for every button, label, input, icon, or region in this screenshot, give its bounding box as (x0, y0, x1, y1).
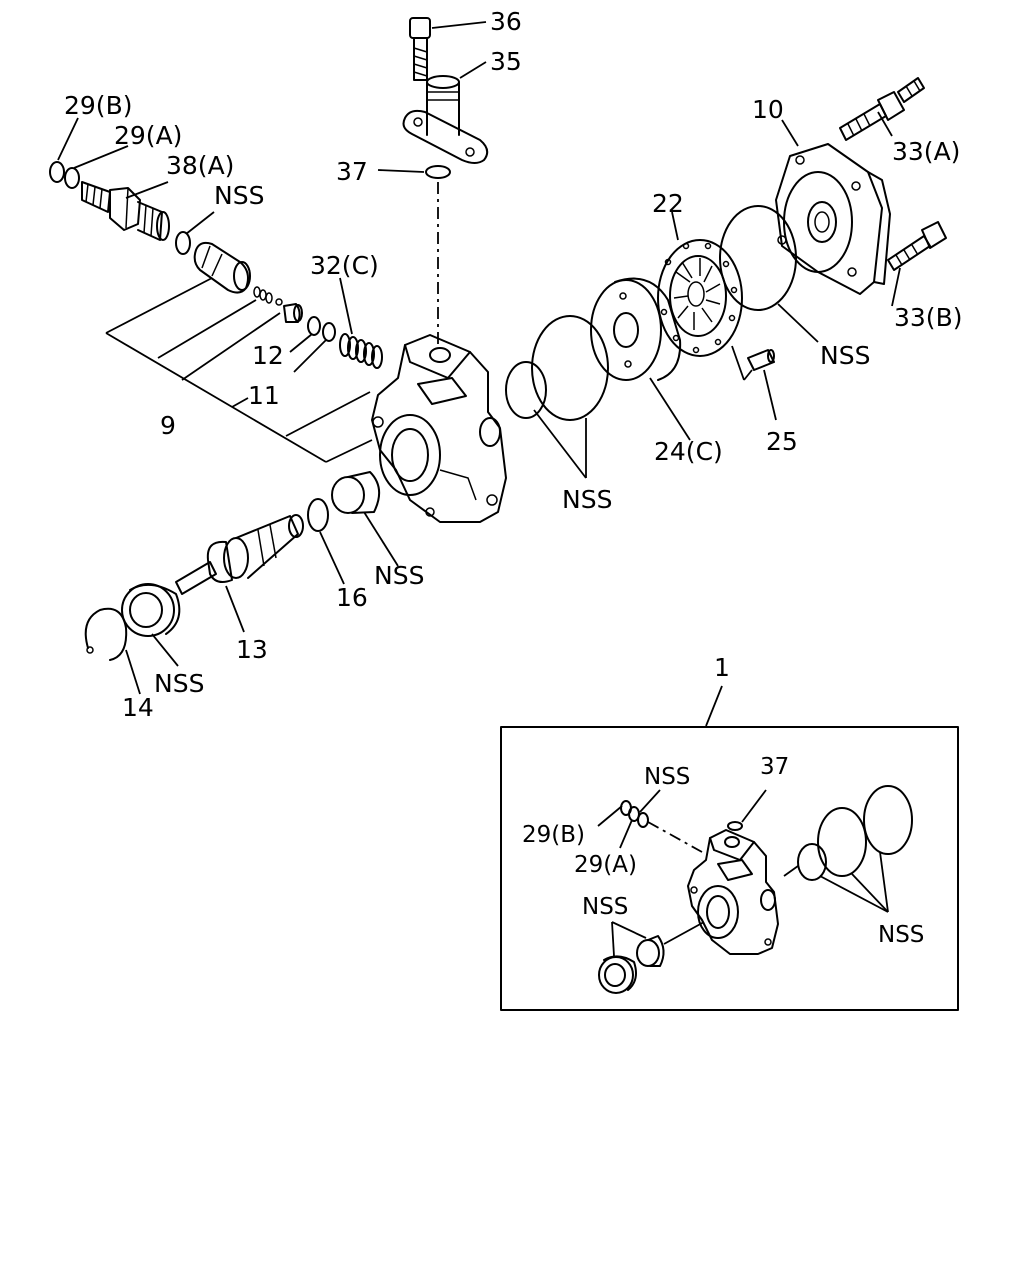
label-24c: 24(C) (654, 437, 723, 466)
callout-bracket-9 (105, 277, 373, 463)
inset-label-nss-b: NSS (582, 894, 628, 920)
part-pump-housing (371, 334, 507, 523)
part-24c-cam-ring (590, 277, 682, 381)
label-nss-bushing: NSS (374, 561, 424, 590)
label-1: 1 (714, 653, 730, 682)
label-12: 12 (252, 341, 284, 370)
inset-part-nss-o-ring-small (797, 843, 827, 881)
label-11: 11 (248, 381, 280, 410)
inset-pump-housing (687, 829, 779, 955)
part-38a-connector (81, 181, 170, 241)
label-37: 37 (336, 157, 368, 186)
inset-part-nss-o-ring (637, 812, 649, 828)
inset-part-nss-o-ring-large (863, 785, 913, 855)
part-nss-o-ring-small-body (505, 361, 547, 419)
inset-part-29a-o-ring (628, 806, 640, 822)
part-nss-o-ring-small (175, 231, 191, 255)
label-33b: 33(B) (894, 303, 962, 332)
inset-part-nss-o-ring-mid (817, 807, 867, 877)
inset-frame (500, 726, 959, 1011)
part-29a-o-ring (64, 167, 80, 189)
inset-label-29a: 29(A) (574, 852, 637, 878)
label-29a: 29(A) (114, 121, 182, 150)
label-nss-seal: NSS (154, 669, 204, 698)
part-10-rear-cover (775, 143, 891, 295)
label-16: 16 (336, 583, 368, 612)
label-38a: 38(A) (166, 151, 234, 180)
label-32c: 32(C) (310, 251, 379, 280)
inset-assembly-1: NSS 37 29(B) 29(A) NSS NSS (500, 726, 959, 1011)
label-35: 35 (490, 47, 522, 76)
label-nss-cover: NSS (820, 341, 870, 370)
label-14: 14 (122, 693, 154, 722)
inset-label-29b: 29(B) (522, 822, 585, 848)
label-29b: 29(B) (64, 91, 132, 120)
inset-axis-line (647, 821, 703, 853)
part-33b-bolt (887, 221, 947, 271)
part-plug (283, 303, 303, 323)
inset-part-nss-oil-seal (598, 955, 637, 994)
part-37-o-ring (425, 165, 451, 179)
part-13-drive-shaft (175, 514, 304, 595)
part-35-pipe-fitting (402, 75, 489, 164)
inset-part-nss-bushing (636, 935, 665, 967)
part-14-snap-ring-hole (86, 646, 94, 654)
part-36-bolt (409, 17, 431, 81)
part-nss-bushing (331, 471, 381, 514)
part-12-washer (307, 316, 321, 336)
inset-label-nss-c: NSS (878, 922, 924, 948)
part-32c-spring (339, 333, 383, 369)
label-36: 36 (490, 7, 522, 36)
part-nss-cover-gasket (719, 205, 797, 311)
label-nss-top: NSS (214, 181, 264, 210)
label-9: 9 (160, 411, 176, 440)
leader-lines (57, 21, 901, 727)
part-valve-spool (193, 241, 251, 294)
part-33a-stud (839, 77, 925, 141)
inset-label-nss-a: NSS (644, 764, 690, 790)
label-22: 22 (652, 189, 684, 218)
part-14-snap-ring (84, 607, 128, 661)
part-11-washer (322, 322, 336, 342)
label-10: 10 (752, 95, 784, 124)
part-25-pin (747, 349, 775, 371)
label-13: 13 (236, 635, 268, 664)
label-25: 25 (766, 427, 798, 456)
part-nss-oil-seal (121, 583, 181, 637)
inset-part-37-o-ring (727, 821, 743, 831)
label-33a: 33(A) (892, 137, 960, 166)
part-small-spring (253, 286, 283, 306)
inset-label-37: 37 (760, 754, 789, 780)
label-nss-rings: NSS (562, 485, 612, 514)
part-nss-o-ring-large-body (531, 315, 609, 421)
part-22-rotor (657, 239, 743, 357)
part-16-o-ring (307, 498, 329, 532)
part-29b-o-ring (49, 161, 65, 183)
